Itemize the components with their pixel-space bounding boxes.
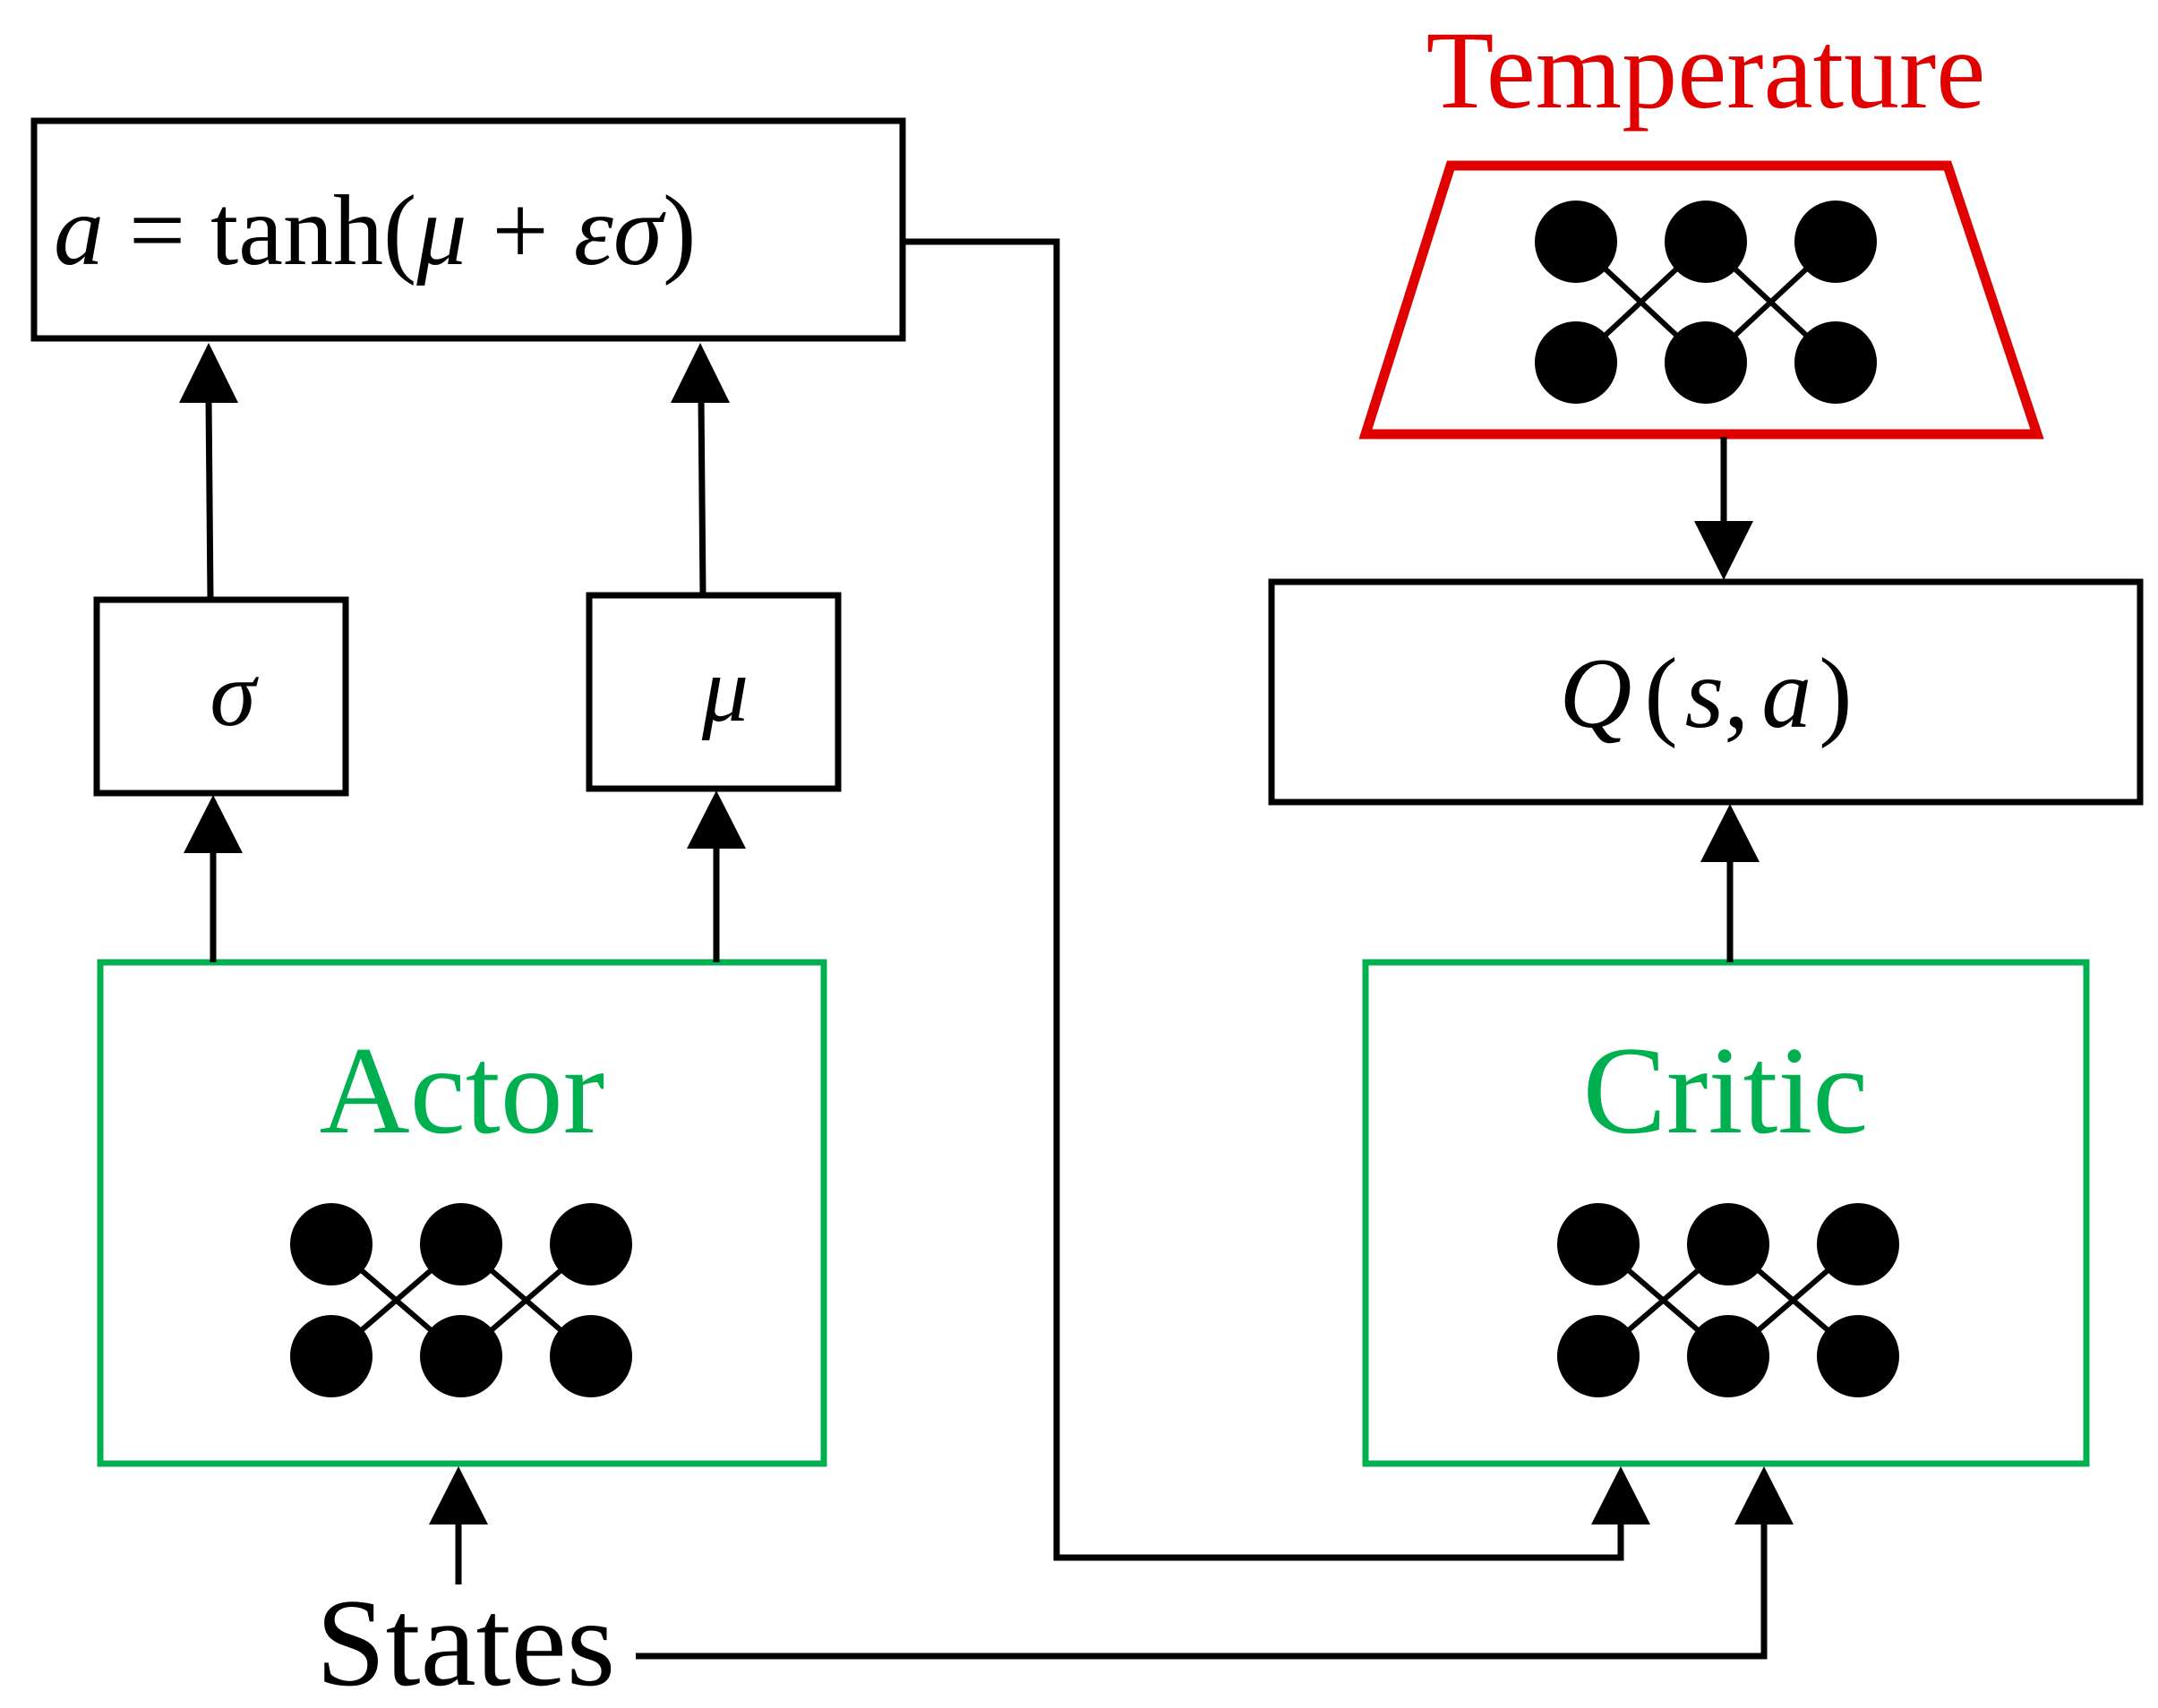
- q-value-box: Q(s,a): [1268, 578, 2144, 806]
- q-value-formula: Q(s,a): [1559, 638, 1852, 749]
- critic-box: Critic: [1362, 959, 2090, 1467]
- actor-box: Actor: [97, 959, 827, 1467]
- action-formula: a = tanh(μ + εσ): [54, 175, 696, 286]
- arrow-action-to-critic: [903, 238, 1650, 1561]
- arrows: [179, 238, 1794, 1660]
- neural-network-icon: [1557, 1203, 1899, 1397]
- temperature-label: Temperature: [1426, 9, 1986, 132]
- mu-symbol: μ: [701, 638, 749, 741]
- arrow-mu-to-formula: [671, 343, 730, 596]
- arrow-actor-to-mu: [687, 790, 746, 962]
- temperature-block: Temperature: [1358, 9, 2044, 440]
- neural-network-icon: [1535, 201, 1877, 404]
- actor-label: Actor: [320, 1021, 605, 1160]
- states-label: States: [316, 1574, 615, 1708]
- critic-label: Critic: [1583, 1021, 1869, 1160]
- sigma-symbol: σ: [210, 643, 259, 746]
- arrow-sigma-to-formula: [179, 343, 238, 601]
- arrow-actor-to-sigma: [184, 795, 243, 962]
- action-formula-box: a = tanh(μ + εσ): [30, 117, 906, 342]
- arrow-states-to-critic: [636, 1466, 1794, 1660]
- arrow-temperature-to-q: [1694, 437, 1753, 580]
- arrow-states-to-actor: [429, 1466, 488, 1584]
- arrow-critic-to-q: [1700, 804, 1760, 962]
- sigma-box: σ: [93, 596, 349, 797]
- mu-box: μ: [586, 592, 842, 792]
- neural-network-icon: [290, 1203, 632, 1397]
